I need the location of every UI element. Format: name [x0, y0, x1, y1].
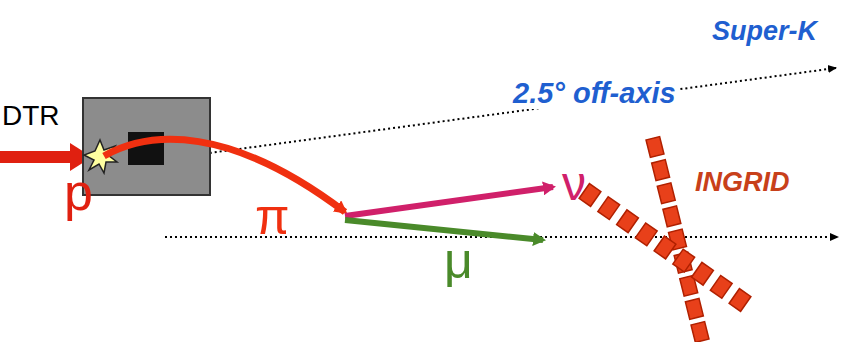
proton-beam	[0, 151, 74, 163]
particle-symbol: μ	[444, 236, 473, 286]
ingrid-module	[663, 206, 681, 227]
ingrid-module	[710, 275, 732, 298]
particle-symbol: p	[64, 166, 93, 218]
ingrid-module	[654, 236, 676, 259]
ingrid-module	[598, 197, 620, 220]
off-axis-line	[180, 68, 836, 157]
angle-label: 2.5° off-axis	[510, 78, 679, 109]
ingrid-module	[673, 249, 695, 272]
ingrid-module	[657, 183, 675, 204]
detector-label: INGRID	[692, 168, 793, 197]
pion-track	[104, 139, 345, 212]
particle-symbol: π	[255, 192, 290, 242]
target-station	[83, 98, 210, 195]
ingrid-module	[685, 298, 703, 319]
ingrid-module	[691, 322, 709, 342]
ingrid-module	[692, 262, 714, 285]
part-label: DTR	[2, 102, 60, 130]
detector-label: Super-K	[712, 18, 817, 45]
ingrid-module	[635, 223, 657, 246]
ingrid-module	[729, 289, 751, 312]
particle-symbol: ν	[562, 160, 586, 208]
ingrid-module	[652, 160, 670, 181]
ingrid-module	[646, 137, 664, 158]
neutrino-track	[345, 187, 553, 216]
ingrid-module	[617, 210, 639, 233]
